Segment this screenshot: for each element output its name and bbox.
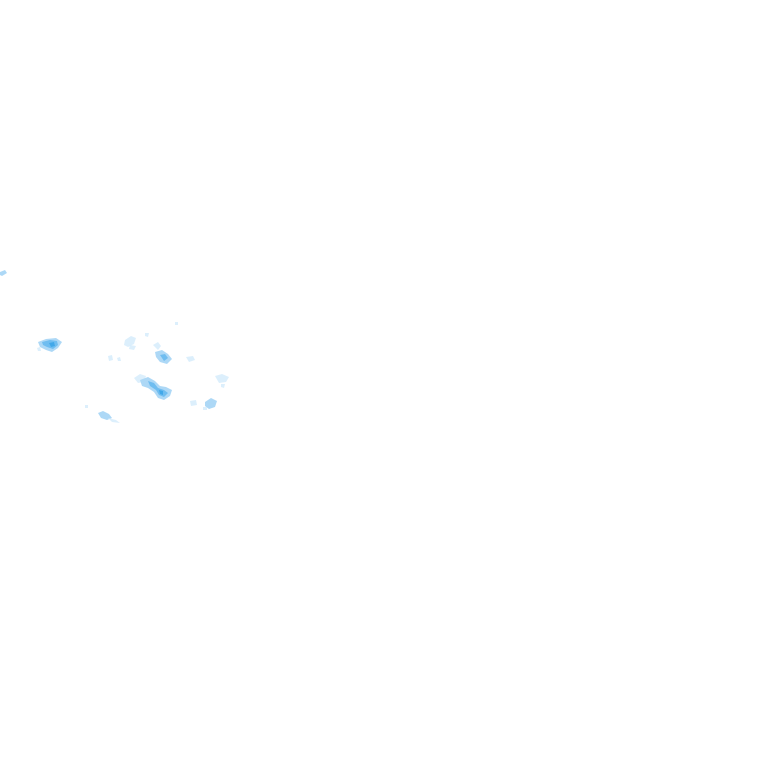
radar-echo-cell-2 — [153, 342, 195, 364]
radar-echo-cell-3 — [134, 374, 172, 400]
radar-echo-edge — [0, 270, 7, 276]
radar-echo-scatter-1 — [108, 322, 178, 361]
radar-echo-cell-4 — [85, 405, 120, 423]
radar-echo-scatter-2 — [190, 374, 229, 410]
radar-echo-cell-1 — [37, 338, 62, 352]
